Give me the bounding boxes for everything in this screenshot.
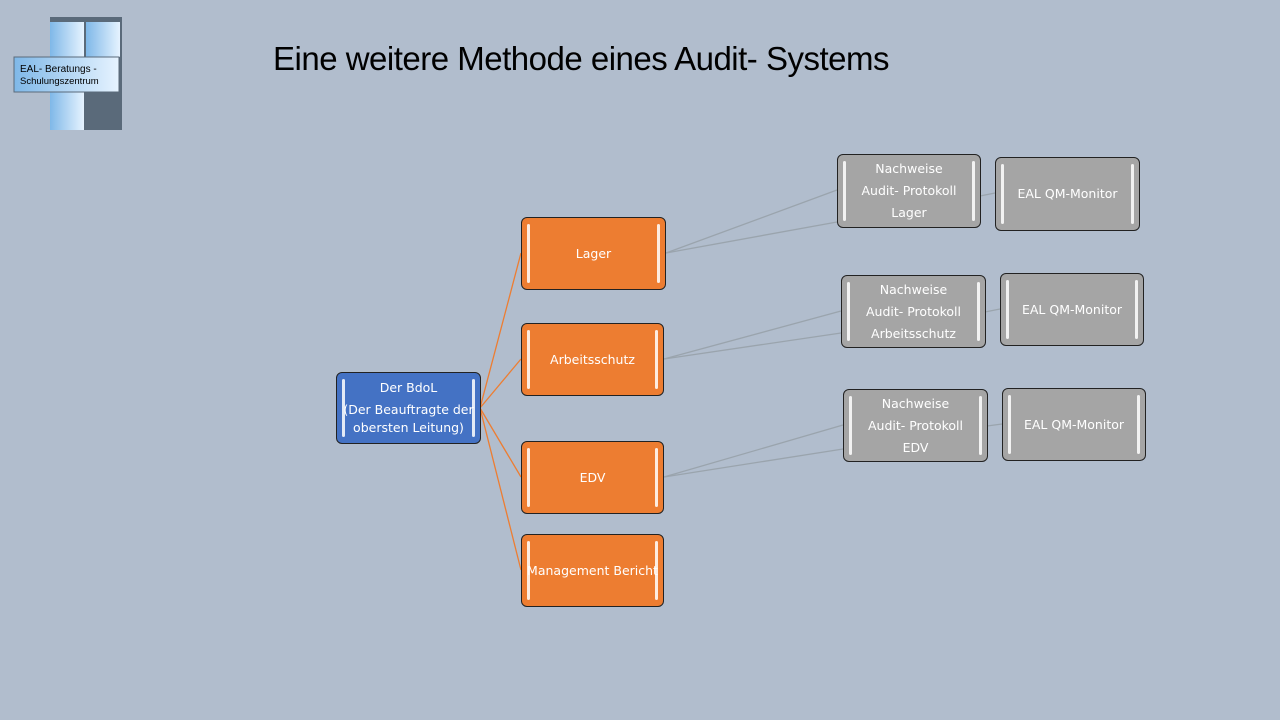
node-label: Management Bericht [527, 562, 658, 578]
connector-management [479, 407, 522, 571]
evidence-line: Lager [891, 205, 927, 220]
evidence-line: Arbeitsschutz [871, 325, 956, 341]
connector-lager [479, 252, 522, 409]
evidence-line: Audit- Protokoll [861, 183, 957, 198]
evidence-line: Nachweise [881, 395, 950, 411]
node-edv[interactable]: EDV [521, 441, 664, 514]
monitor-label: EAL QM-Monitor [1021, 301, 1123, 317]
evidence-line: Nachweise [879, 281, 948, 297]
monitor-label: EAL QM-Monitor [1017, 186, 1118, 201]
svg-text:Schulungszentrum: Schulungszentrum [20, 76, 99, 87]
node-lager[interactable]: Lager [521, 217, 666, 290]
root-subtitle: (Der Beauftragte der [343, 402, 474, 417]
svg-text:EAL- Beratungs -: EAL- Beratungs - [20, 64, 97, 75]
node-label: Lager [575, 245, 612, 261]
root-title: Der BdoL [379, 380, 438, 395]
logo: EAL- Beratungs - Schulungszentrum [12, 12, 127, 132]
evidence-line: Audit- Protokoll [867, 417, 964, 433]
logo-graphic: EAL- Beratungs - Schulungszentrum [13, 17, 122, 130]
monitor-edv[interactable]: EAL QM-Monitor [1002, 388, 1146, 461]
node-label: Arbeitsschutz [550, 351, 635, 367]
monitor-arbeitsschutz[interactable]: EAL QM-Monitor [1000, 273, 1144, 346]
connector-edv [479, 407, 522, 478]
evidence-line: EDV [902, 439, 929, 455]
node-label: EDV [579, 469, 606, 485]
node-management-bericht[interactable]: Management Bericht [521, 534, 664, 607]
evidence-line: Audit- Protokoll [865, 303, 962, 319]
connector-arbeitsschutz [479, 358, 522, 409]
page-title: Eine weitere Methode eines Audit- System… [273, 40, 890, 77]
root-node[interactable]: Der BdoL (Der Beauftragte der obersten L… [336, 372, 481, 444]
monitor-label: EAL QM-Monitor [1023, 416, 1125, 432]
root-subtitle: obersten Leitung) [353, 420, 464, 435]
node-arbeitsschutz[interactable]: Arbeitsschutz [521, 323, 664, 396]
monitor-lager[interactable]: EAL QM-Monitor [995, 157, 1140, 231]
evidence-line: Nachweise [875, 161, 943, 176]
